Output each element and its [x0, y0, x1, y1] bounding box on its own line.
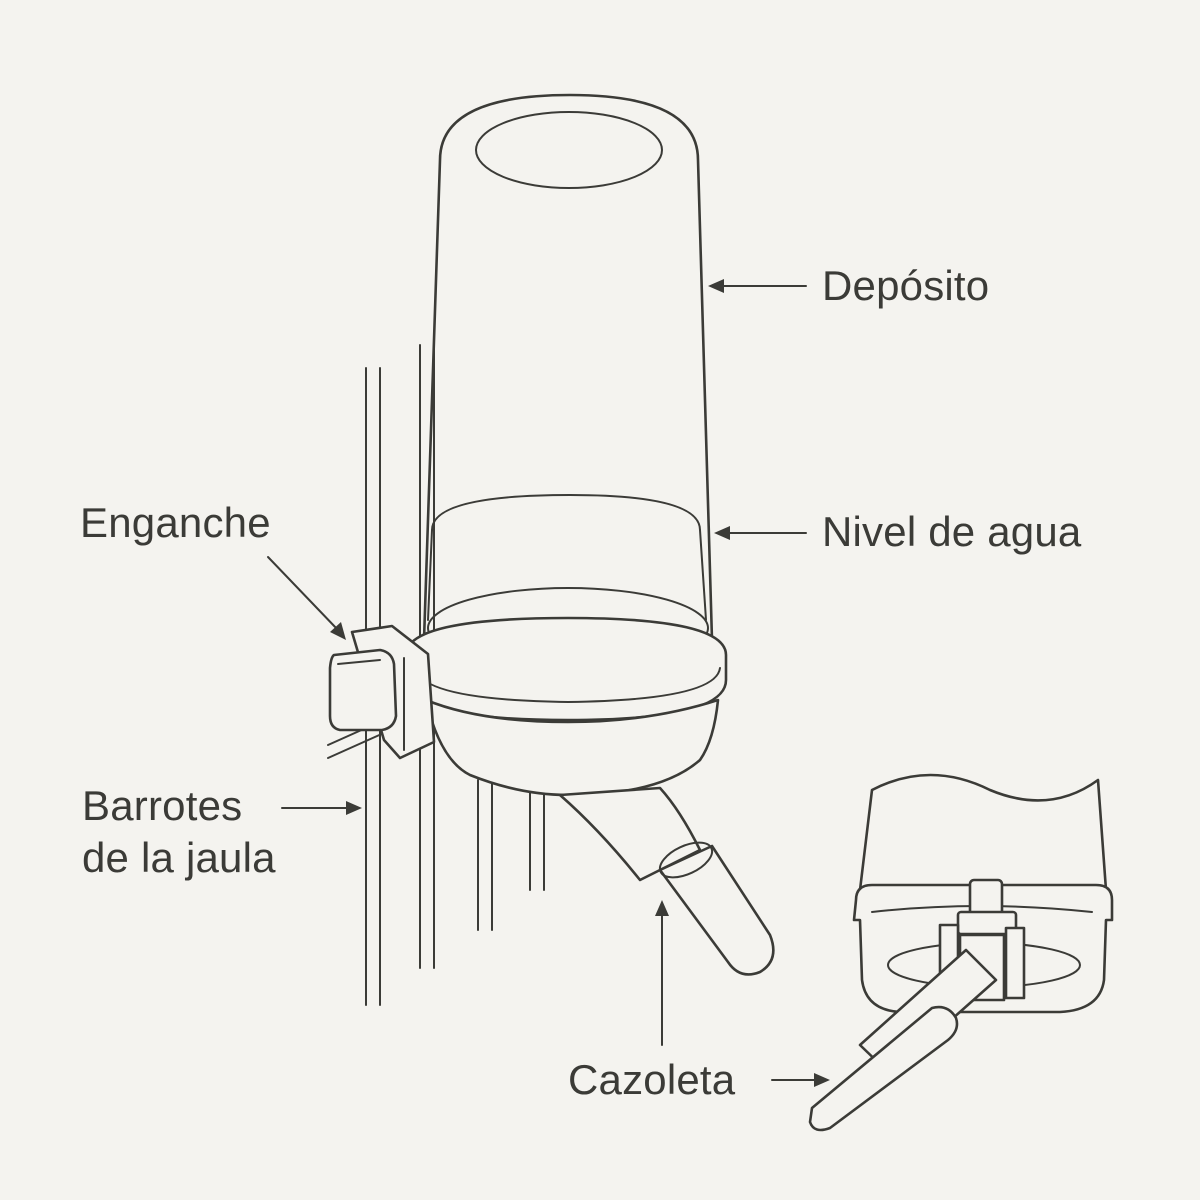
label-enganche: Enganche [80, 499, 271, 546]
detail-cross-section [808, 773, 1114, 1132]
label-nivel-agua: Nivel de agua [822, 508, 1082, 555]
feeder-base [404, 616, 728, 797]
leader-arrows [267, 279, 830, 1087]
label-cazoleta: Cazoleta [568, 1056, 736, 1103]
clip [328, 624, 436, 760]
label-barrotes-line1: Barrotes [82, 782, 243, 829]
reservoir [422, 93, 714, 669]
label-barrotes-line2: de la jaula [82, 834, 276, 881]
spout [558, 786, 775, 976]
label-deposito: Depósito [822, 262, 990, 309]
label-barrotes: Barrotes de la jaula [82, 780, 276, 884]
